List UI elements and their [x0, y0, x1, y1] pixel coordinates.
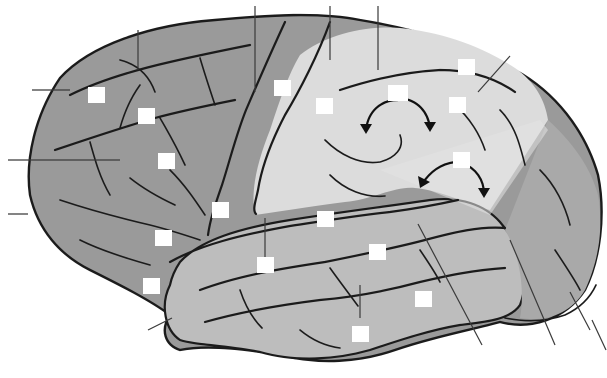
label-box[interactable]	[388, 85, 408, 101]
label-box[interactable]	[158, 153, 175, 169]
label-box[interactable]	[274, 80, 291, 96]
label-box[interactable]	[143, 278, 160, 294]
label-box[interactable]	[316, 98, 333, 114]
label-box[interactable]	[352, 326, 369, 342]
leader-line	[592, 320, 606, 350]
label-box[interactable]	[453, 152, 470, 168]
label-box[interactable]	[449, 97, 466, 113]
label-box[interactable]	[212, 202, 229, 218]
label-box[interactable]	[138, 108, 155, 124]
label-box[interactable]	[415, 291, 432, 307]
label-box[interactable]	[257, 257, 274, 273]
label-box[interactable]	[155, 230, 172, 246]
label-box[interactable]	[458, 59, 475, 75]
label-box[interactable]	[317, 211, 334, 227]
label-box[interactable]	[369, 244, 386, 260]
label-box[interactable]	[88, 87, 105, 103]
